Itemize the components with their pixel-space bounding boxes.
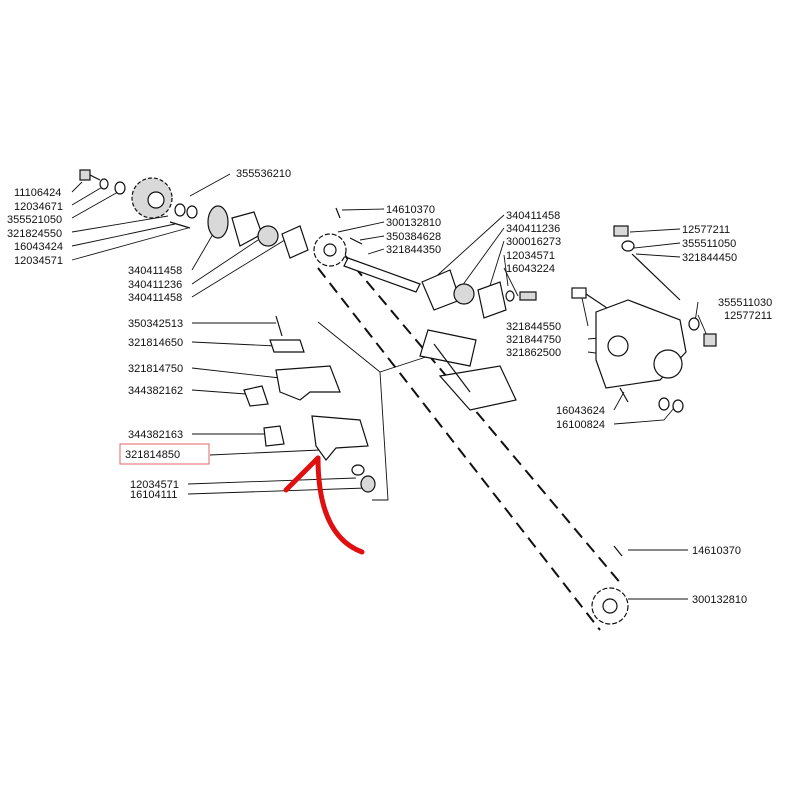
label-321844450: 321844450: [682, 252, 737, 264]
parts: [79, 169, 717, 625]
label-355521050: 355521050: [7, 214, 62, 226]
sprocket-hub: [602, 598, 618, 614]
clip: [263, 425, 285, 447]
label-340411458: 340411458: [128, 265, 182, 277]
group-bracket: [317, 321, 433, 501]
label-350342513: 350342513: [128, 318, 183, 330]
bolt: [619, 387, 629, 403]
label-300016273: 300016273: [506, 236, 561, 248]
label-321844350: 321844350: [386, 244, 441, 256]
slotted-plate: [275, 365, 341, 401]
small-bolt: [169, 221, 191, 229]
washer: [186, 205, 198, 219]
label-16043224: 16043224: [506, 263, 555, 275]
washer: [621, 240, 635, 252]
bolt: [519, 291, 537, 301]
label-12034571: 12034571: [14, 255, 63, 267]
washer: [672, 399, 684, 413]
pin: [613, 545, 623, 557]
label-340411236: 340411236: [128, 279, 182, 291]
leader-lines: [71, 173, 709, 600]
washer: [174, 203, 186, 217]
label-12034571-c: 12034571: [130, 479, 179, 491]
bolt-head: [79, 169, 91, 181]
nut: [360, 475, 376, 493]
label-321814750: 321814750: [128, 363, 183, 375]
bearing: [453, 283, 475, 305]
washer: [688, 317, 700, 331]
label-16043624: 16043624: [556, 405, 605, 417]
label-340411236-b: 340411236: [506, 223, 560, 235]
label-12034571-b: 12034571: [506, 250, 555, 262]
slotted-plate-321814850: [311, 415, 369, 461]
label-16100824: 16100824: [556, 419, 605, 431]
clip: [243, 385, 269, 407]
label-321862500: 321862500: [506, 347, 561, 359]
label-340411458-b: 340411458: [128, 292, 182, 304]
label-12034671: 12034671: [14, 201, 63, 213]
part-labels: 11106424 12034671 355521050 321824550 16…: [7, 168, 772, 606]
red-pointer-arrow: [283, 455, 365, 555]
washer: [99, 178, 109, 190]
drive-chain: [317, 251, 623, 631]
label-321814650: 321814650: [128, 337, 183, 349]
label-12577211-b: 12577211: [724, 310, 772, 322]
washer: [351, 464, 365, 476]
highlight-box: [119, 443, 210, 465]
bearing-flange: [231, 211, 263, 247]
washer: [658, 397, 670, 411]
tension-rod: [631, 253, 681, 301]
bracket-clamp: [571, 287, 587, 299]
label-340411458-c: 340411458: [506, 210, 560, 222]
label-16104111: 16104111: [130, 489, 177, 501]
nut: [613, 225, 629, 237]
small-plate: [269, 339, 305, 353]
label-355511050: 355511050: [682, 238, 736, 250]
label-14610370: 14610370: [386, 204, 435, 216]
bolt-shank: [89, 174, 101, 181]
screw: [275, 315, 283, 337]
nut: [703, 333, 717, 347]
label-344382163: 344382163: [128, 429, 183, 441]
label-344382162: 344382162: [128, 385, 183, 397]
bearing-flange: [281, 225, 309, 259]
label-355536210: 355536210: [236, 168, 291, 180]
seal-ring: [207, 205, 229, 239]
label-321814850: 321814850: [125, 449, 180, 461]
label-321844750: 321844750: [506, 334, 561, 346]
label-350384628: 350384628: [386, 231, 441, 243]
label-12577211: 12577211: [682, 224, 730, 236]
tensioner-pulley: [653, 349, 683, 379]
shaft: [343, 257, 421, 293]
gear-hub: [147, 191, 165, 209]
label-321824550: 321824550: [7, 228, 62, 240]
label-14610370-b: 14610370: [692, 545, 741, 557]
sprocket-hub: [323, 243, 337, 257]
plate: [419, 329, 477, 367]
label-300132810: 300132810: [386, 217, 441, 229]
washer: [505, 290, 515, 302]
label-11106424: 11106424: [14, 187, 61, 199]
frame-bushing: [607, 335, 629, 357]
plate: [438, 365, 517, 411]
label-300132810-b: 300132810: [692, 594, 747, 606]
key: [349, 237, 363, 245]
bearing: [257, 225, 279, 247]
plate-slot: [433, 343, 471, 393]
label-321844550: 321844550: [506, 321, 561, 333]
pin: [335, 207, 341, 219]
bearing-flange: [477, 281, 507, 319]
washer: [114, 181, 126, 195]
label-16043424: 16043424: [14, 241, 63, 253]
label-355511030: 355511030: [718, 297, 772, 309]
